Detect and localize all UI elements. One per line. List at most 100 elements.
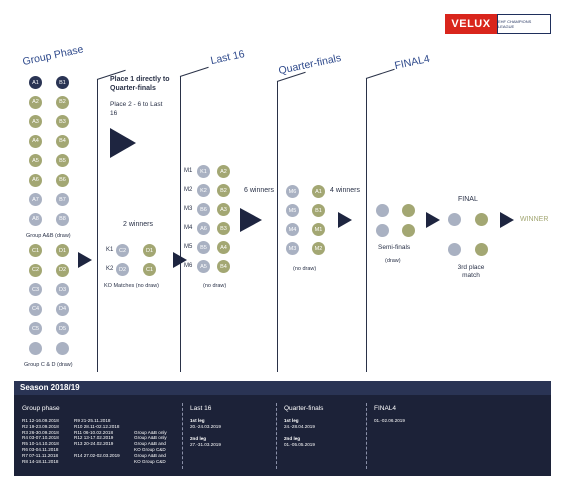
place2-text: Place 2 - 6 to Last 16 xyxy=(110,101,163,117)
group-ab-label: Group A&B (draw) xyxy=(26,233,71,239)
schedule-line: R12 13-17.02.2019 xyxy=(74,435,114,441)
footer-divider xyxy=(182,403,183,469)
semifinal-label: Semi-finals xyxy=(378,244,411,251)
final-team-dot xyxy=(448,213,461,226)
team-dot: B3 xyxy=(56,115,69,128)
l16-leg1-date: 20.-24.03.2019 xyxy=(190,424,221,429)
team-dot: A2 xyxy=(217,165,230,178)
team-dot: B2 xyxy=(56,95,69,109)
group-cd-label: Group C & D (draw) xyxy=(24,362,73,368)
ko-match-label: K1 xyxy=(106,247,114,253)
team-dot: B6 xyxy=(197,203,210,216)
team-dot: B5 xyxy=(56,154,69,167)
final-label: FINAL xyxy=(458,196,478,203)
team-dot: D2 xyxy=(116,263,129,276)
team-dot: B4 xyxy=(217,260,230,273)
schedule-line: R5 10-14.10.2018 xyxy=(22,441,59,447)
ko-match-label: K2 xyxy=(106,266,114,272)
team-dot: D4 xyxy=(56,302,69,316)
third-place-team-dot xyxy=(475,243,488,256)
schedule-line: R2 19-23.09.2018 xyxy=(22,423,59,429)
last16-match-label: M5 xyxy=(184,244,193,250)
footer-f4-title: FINAL4 xyxy=(374,405,397,412)
team-dot: C2 xyxy=(29,263,42,277)
arrow-right-icon xyxy=(338,212,352,228)
partner-label: EHF CHAMPIONS LEAGUE xyxy=(497,14,551,34)
divider-slant xyxy=(179,66,209,77)
team-dot: K2 xyxy=(197,184,210,197)
team-dot: A8 xyxy=(29,212,42,226)
place1-text: Place 1 directly to Quarter-finals xyxy=(110,76,170,92)
team-dot: A4 xyxy=(217,241,230,254)
team-dot: D1 xyxy=(56,244,69,257)
schedule-line: R3 26-30.09.2018 xyxy=(22,429,59,435)
phase-title-last16: Last 16 xyxy=(209,48,246,67)
qf-caption: (no draw) xyxy=(293,266,317,272)
team-dot: D5 xyxy=(56,322,69,335)
team-dot: A2 xyxy=(29,95,42,109)
qf-leg1-date: 24.-28.04.2019 xyxy=(284,424,315,429)
season-title: Season 2018/19 xyxy=(14,381,551,395)
velux-logo: VELUX EHF CHAMPIONS LEAGUE xyxy=(445,14,551,34)
team-dot: M2 xyxy=(312,242,325,255)
last16-match-label: M1 xyxy=(184,168,193,174)
brand-label: VELUX xyxy=(445,14,497,34)
team-dot: C2 xyxy=(116,244,129,257)
f4-date: 01.-02.06.2019 xyxy=(374,418,405,423)
schedule-line: R4 03-07.10.2018 xyxy=(22,435,59,441)
schedule-line: R7 07-11.11.2018 xyxy=(22,452,59,458)
arrow-right-icon xyxy=(173,252,187,268)
team-dot: B4 xyxy=(56,134,69,148)
team-dot: M5 xyxy=(286,204,299,217)
last16-match-label: M2 xyxy=(184,187,193,193)
semifinal-team-dot xyxy=(376,204,389,217)
team-dot: C1 xyxy=(143,263,156,276)
schedule-line xyxy=(74,459,120,465)
qf-leg2-date: 01.-05.05.2019 xyxy=(284,442,315,447)
arrow-right-icon xyxy=(500,212,514,228)
arrow-right-icon xyxy=(110,128,136,158)
schedule-line: Group A&B only xyxy=(134,435,167,441)
divider-qf xyxy=(277,81,278,372)
team-dot: M4 xyxy=(286,223,299,236)
team-dot: D2 xyxy=(56,263,69,277)
schedule-line: R11 06-10.02.2018 xyxy=(74,429,113,435)
footer-qf-title: Quarter-finals xyxy=(284,405,324,412)
schedule-line: R6 03-04.11.2018 xyxy=(22,446,59,452)
arrow-right-icon xyxy=(78,252,92,268)
schedule-line: Group A&B and xyxy=(134,441,166,447)
l16-leg2-date: 27.-31.03.2019 xyxy=(190,442,221,447)
third-place-team-dot xyxy=(448,243,461,256)
team-dot xyxy=(56,341,69,355)
last16-match-label: M6 xyxy=(184,263,193,269)
team-dot: B2 xyxy=(217,184,230,197)
divider-slant xyxy=(365,68,395,79)
phase-title-qf: Quarter-finals xyxy=(277,52,343,77)
third-place-label: 3rd place match xyxy=(457,264,485,279)
last16-caption: (no draw) xyxy=(203,283,227,289)
schedule-line: R13 20-24.02.2019 xyxy=(74,441,114,447)
schedule-line: Group A&B only xyxy=(134,429,167,435)
qf-leg2: 2nd leg xyxy=(284,436,301,441)
divider-group xyxy=(97,79,98,372)
team-dot: M6 xyxy=(286,185,299,198)
team-dot: C3 xyxy=(29,283,42,296)
schedule-line: KO Group C&D xyxy=(134,446,166,452)
schedule-line: R14 27.02-02.03.2019 xyxy=(74,452,120,458)
phase-title-final4: FINAL4 xyxy=(393,52,431,72)
divider-final4 xyxy=(366,78,367,372)
team-dot: A4 xyxy=(29,134,42,148)
footer-l16-title: Last 16 xyxy=(190,405,212,412)
team-dot: K1 xyxy=(197,165,210,178)
last16-winners-text: 6 winners xyxy=(244,187,274,194)
qf-leg1: 1st leg xyxy=(284,418,299,423)
team-dot: A5 xyxy=(29,154,42,167)
team-dot: M3 xyxy=(286,242,299,255)
divider-last16 xyxy=(180,76,181,372)
team-dot: A1 xyxy=(312,185,325,198)
team-dot: B8 xyxy=(56,212,69,226)
schedule-line: KO Group C&D xyxy=(134,458,166,464)
schedule-line: R10 28.11-02.12.2018 xyxy=(74,423,120,429)
